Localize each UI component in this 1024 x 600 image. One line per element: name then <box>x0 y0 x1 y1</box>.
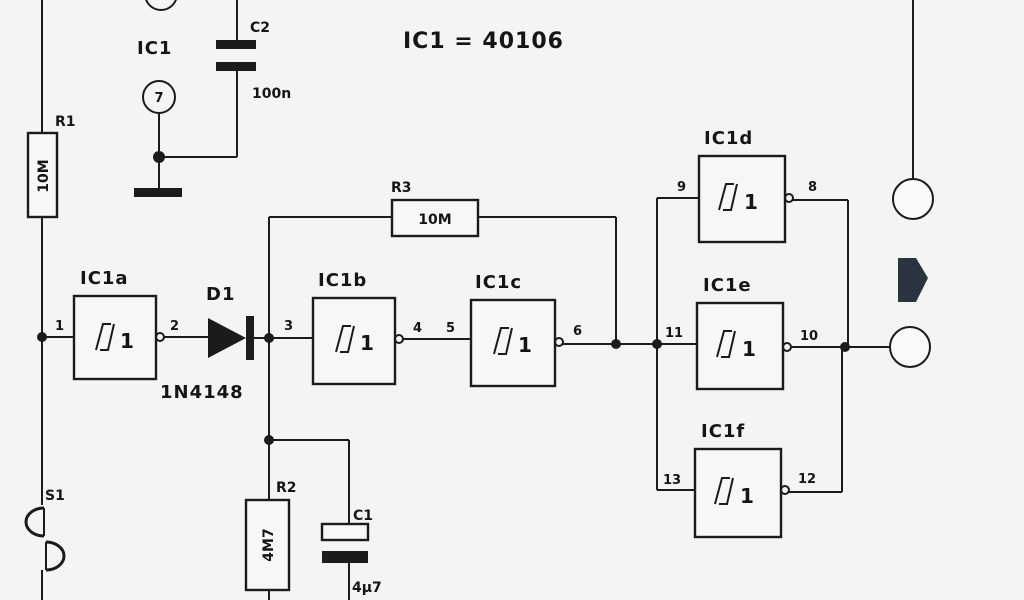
ic1b-label: IC1b <box>318 270 367 291</box>
ic1b-symbol: 1 <box>360 331 374 355</box>
c2-plate-top <box>216 40 256 49</box>
r2-value: 4M7 <box>261 528 277 561</box>
ic1f-gate <box>693 447 783 539</box>
ic1e-label: IC1e <box>703 275 752 296</box>
ic1e-pin-out: 10 <box>800 329 818 344</box>
ic1b-pin-in: 3 <box>284 319 293 334</box>
schmitt-icon <box>335 325 355 353</box>
c1-plate-top <box>320 522 370 542</box>
ic1d-gate <box>697 154 787 244</box>
diagram-title: IC1 = 40106 <box>403 29 564 54</box>
ic1f-pin-out: 12 <box>798 472 816 487</box>
ic1e-gate <box>695 301 785 391</box>
output-arrow-icon <box>898 258 928 302</box>
schmitt-icon <box>718 183 738 211</box>
c1-name: C1 <box>353 508 373 524</box>
r3-body <box>390 198 480 238</box>
ic1f-symbol: 1 <box>740 484 754 508</box>
ic1a-pin-out: 2 <box>170 319 179 334</box>
r3-value: 10M <box>418 212 451 228</box>
ic1c-label: IC1c <box>475 272 522 293</box>
schmitt-icon <box>714 477 734 505</box>
output-terminal-main <box>889 326 931 368</box>
ic1f-label: IC1f <box>701 421 745 442</box>
s1-switch <box>24 506 66 600</box>
ic1a-label: IC1a <box>80 268 129 289</box>
output-terminal-top <box>892 178 934 220</box>
ic1c-pin-in: 5 <box>446 321 455 336</box>
ic1c-symbol: 1 <box>518 333 532 357</box>
ground-bar <box>134 188 182 197</box>
partial-pin-circle <box>145 0 177 11</box>
ic1d-symbol: 1 <box>744 190 758 214</box>
ic1c-gate <box>469 298 557 388</box>
ic1b-pin-out: 4 <box>413 321 422 336</box>
s1-name: S1 <box>45 488 65 504</box>
c1-value: 4µ7 <box>352 580 382 596</box>
c2-plate-bottom <box>216 62 256 71</box>
ic1c-pin-out: 6 <box>573 324 582 339</box>
d1-triangle <box>208 318 246 358</box>
ic1f-pin-in: 13 <box>663 473 681 488</box>
schmitt-icon <box>95 323 115 351</box>
c2-value: 100n <box>252 86 291 102</box>
c2-name: C2 <box>250 20 270 36</box>
r1-name: R1 <box>55 114 76 130</box>
ic1d-pin-in: 9 <box>677 180 686 195</box>
ic1c-bubble <box>554 337 564 347</box>
ic1d-label: IC1d <box>704 128 753 149</box>
ic1d-pin-out: 8 <box>808 180 817 195</box>
junction-out <box>840 342 850 352</box>
c1-plate-bottom <box>322 551 368 563</box>
ic1-supply-label: IC1 <box>137 38 172 59</box>
r3-name: R3 <box>391 180 412 196</box>
ic1b-bubble <box>394 334 404 344</box>
junction-gnd <box>153 151 165 163</box>
ic1e-bubble <box>782 342 792 352</box>
ic1e-symbol: 1 <box>742 337 756 361</box>
r2-name: R2 <box>276 480 297 496</box>
ic1a-gate <box>72 294 158 381</box>
r1-value: 10M <box>36 159 52 192</box>
pin7-number: 7 <box>154 91 163 106</box>
d1-bar <box>246 316 254 360</box>
schmitt-icon <box>716 330 736 358</box>
d1-part: 1N4148 <box>160 382 244 403</box>
ic1d-bubble <box>784 193 794 203</box>
ic1e-pin-in: 11 <box>665 326 683 341</box>
r2-body <box>244 498 291 592</box>
schmitt-icon <box>493 327 513 355</box>
d1-name: D1 <box>206 284 235 305</box>
junction-pin6 <box>611 339 621 349</box>
ic1f-bubble <box>780 485 790 495</box>
ic1a-symbol: 1 <box>120 329 134 353</box>
ic1a-pin-in: 1 <box>55 319 64 334</box>
ic1b-gate <box>311 296 397 386</box>
